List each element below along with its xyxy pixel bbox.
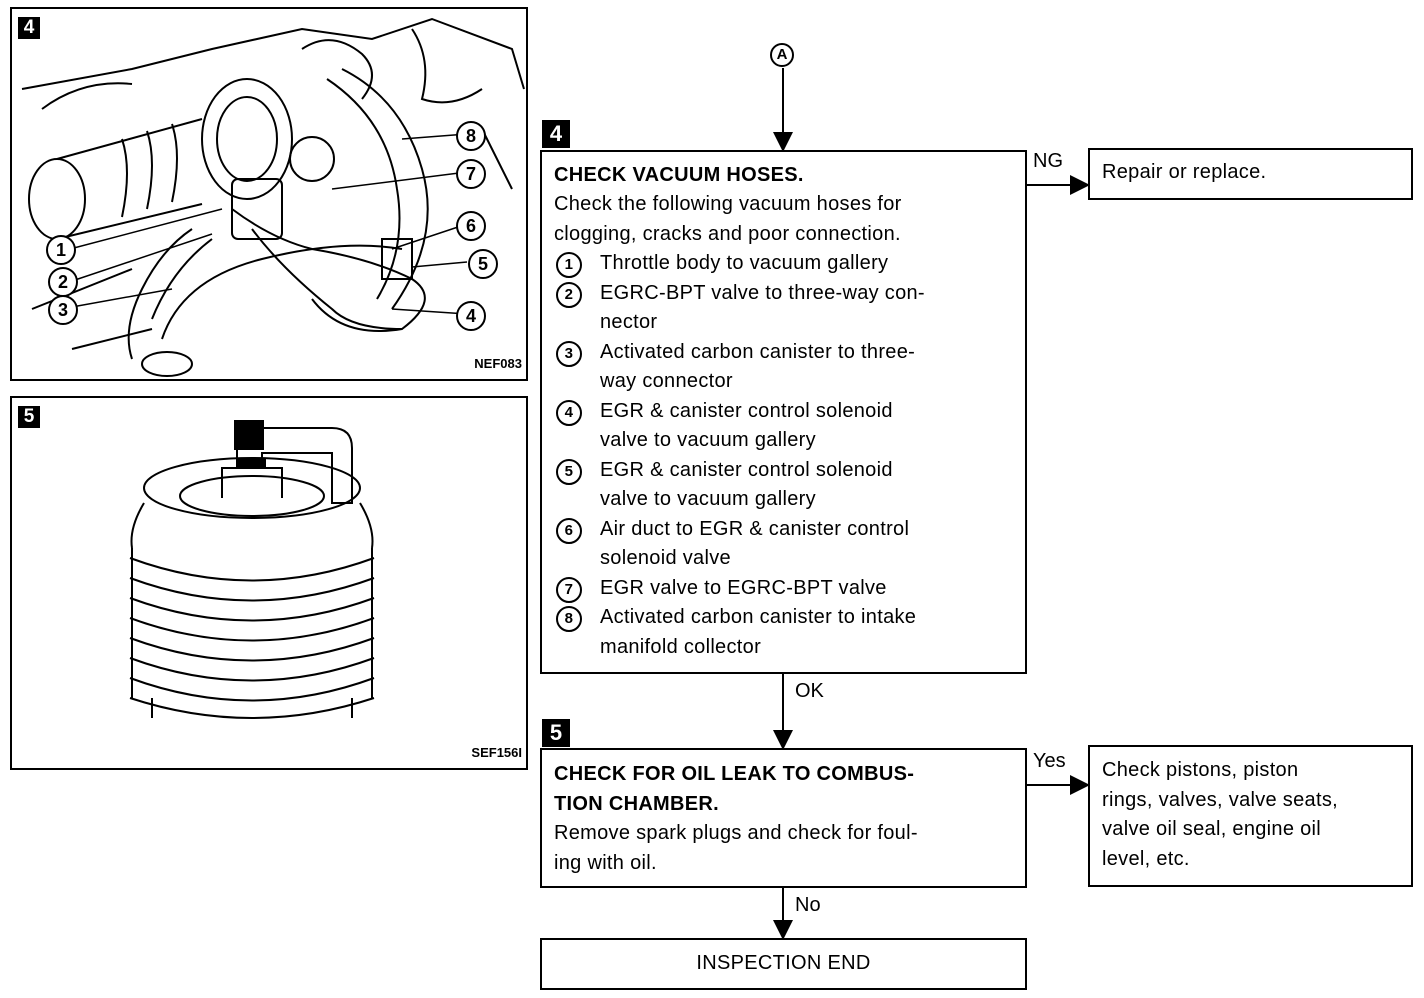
item-line: valve to vacuum gallery bbox=[600, 488, 816, 510]
item-line: nector bbox=[600, 311, 658, 333]
item-number: 2 bbox=[556, 281, 582, 308]
list-item: 3 Activated carbon canister to three- wa… bbox=[554, 338, 1015, 397]
list-item: 8 Activated carbon canister to intake ma… bbox=[554, 603, 1015, 662]
callout-7: 7 bbox=[456, 159, 486, 189]
item-number: 8 bbox=[556, 606, 582, 632]
item-line: way connector bbox=[600, 370, 733, 392]
figure-tag: 5 bbox=[18, 406, 40, 428]
item-number: 6 bbox=[556, 517, 582, 544]
step4-box: CHECK VACUUM HOSES. Check the following … bbox=[540, 150, 1027, 674]
ng-result-text: Repair or replace. bbox=[1102, 161, 1267, 183]
ok-label: OK bbox=[795, 680, 824, 702]
yes-result-line: rings, valves, valve seats, bbox=[1102, 788, 1338, 811]
yes-result-line: valve oil seal, engine oil bbox=[1102, 818, 1322, 840]
item-line: Activated carbon canister to intake bbox=[600, 606, 917, 628]
item-number: 7 bbox=[556, 576, 582, 603]
figure-tag: 4 bbox=[18, 17, 40, 39]
list-item: 4 EGR & canister control solenoid valve … bbox=[554, 397, 1015, 456]
step5-text-line: Remove spark plugs and check for foul- bbox=[554, 822, 918, 844]
spark-plug-illustration bbox=[129, 420, 375, 719]
figure-code: NEF083 bbox=[474, 356, 522, 371]
list-item: 7 EGR valve to EGRC-BPT valve bbox=[554, 574, 1015, 604]
item-line: solenoid valve bbox=[600, 547, 731, 569]
engine-illustration bbox=[21, 17, 525, 377]
item-number: 4 bbox=[556, 399, 582, 426]
step5-title-line: CHECK FOR OIL LEAK TO COMBUS- bbox=[554, 763, 915, 785]
callout-1: 1 bbox=[46, 235, 76, 265]
list-item: 2 EGRC-BPT valve to three-way con- necto… bbox=[554, 279, 1015, 338]
step-number: 4 bbox=[542, 120, 570, 148]
callout-6: 6 bbox=[456, 211, 486, 241]
step4-intro-line: clogging, cracks and poor connection. bbox=[554, 222, 901, 245]
figure-vacuum-hoses: 4 8 7 6 5 4 1 2 3 NEF083 bbox=[10, 7, 528, 381]
item-number: 3 bbox=[556, 340, 582, 367]
ng-result-box: Repair or replace. bbox=[1088, 148, 1413, 200]
step5-text-line: ing with oil. bbox=[554, 851, 657, 874]
item-line: Activated carbon canister to three- bbox=[600, 340, 916, 363]
item-line: Air duct to EGR & canister control bbox=[600, 517, 910, 540]
item-line: EGR & canister control solenoid bbox=[600, 458, 893, 481]
item-number: 5 bbox=[556, 458, 582, 485]
list-item: 5 EGR & canister control solenoid valve … bbox=[554, 456, 1015, 515]
yes-result-box: Check pistons, piston rings, valves, val… bbox=[1088, 745, 1413, 887]
item-line: EGR & canister control solenoid bbox=[600, 399, 893, 422]
item-line: EGR valve to EGRC-BPT valve bbox=[600, 576, 887, 599]
no-label: No bbox=[795, 894, 821, 916]
inspection-end-label: INSPECTION END bbox=[696, 952, 871, 974]
figure-code: SEF156I bbox=[471, 745, 522, 760]
callout-5: 5 bbox=[468, 249, 498, 279]
list-item: 6 Air duct to EGR & canister control sol… bbox=[554, 515, 1015, 574]
step4-intro-line: Check the following vacuum hoses for bbox=[554, 193, 902, 215]
callout-3: 3 bbox=[48, 295, 78, 325]
callout-4: 4 bbox=[456, 301, 486, 331]
yes-result-line: Check pistons, piston bbox=[1102, 759, 1299, 781]
step-number: 5 bbox=[542, 719, 570, 747]
step4-title: CHECK VACUUM HOSES. bbox=[554, 164, 804, 186]
step5-title-line: TION CHAMBER. bbox=[554, 793, 720, 815]
yes-label: Yes bbox=[1033, 750, 1066, 772]
ng-label: NG bbox=[1033, 150, 1063, 172]
figure-spark-plug: 5 SEF156I bbox=[10, 396, 528, 770]
list-item: 1 Throttle body to vacuum gallery bbox=[554, 249, 1015, 279]
yes-result-line: level, etc. bbox=[1102, 847, 1190, 870]
inspection-end-box: INSPECTION END bbox=[540, 938, 1027, 990]
item-line: Throttle body to vacuum gallery bbox=[600, 252, 889, 274]
item-number: 1 bbox=[556, 252, 582, 278]
item-line: valve to vacuum gallery bbox=[600, 429, 816, 451]
item-line: EGRC-BPT valve to three-way con- bbox=[600, 281, 925, 304]
connector-a: A bbox=[770, 43, 794, 67]
callout-8: 8 bbox=[456, 121, 486, 151]
connector-label: A bbox=[776, 46, 788, 63]
item-line: manifold collector bbox=[600, 635, 762, 658]
step5-box: CHECK FOR OIL LEAK TO COMBUS- TION CHAMB… bbox=[540, 748, 1027, 888]
